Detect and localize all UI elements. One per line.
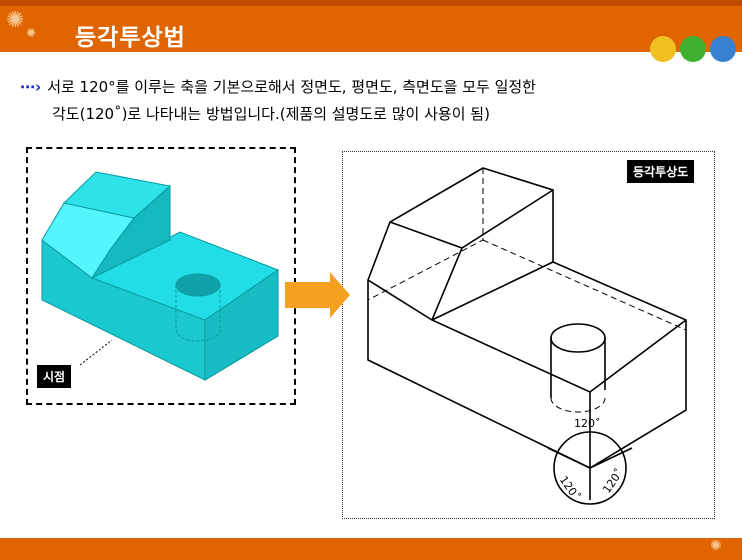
- gear-icon: [680, 36, 706, 62]
- snowflake-icon: ✺: [6, 8, 25, 33]
- solid-view-frame: [26, 147, 296, 405]
- header-bar: [0, 6, 742, 52]
- top-strip: [0, 0, 742, 6]
- right-arrow-icon: [285, 272, 350, 318]
- dotted-arrow-icon: ⋯›: [20, 78, 42, 96]
- viewpoint-arrow: [79, 339, 113, 366]
- isometric-label: 등각투상도: [627, 160, 695, 183]
- isometric-lines: [367, 167, 687, 505]
- cube-icon: [710, 36, 736, 62]
- angle-label: 120˚: [574, 417, 601, 430]
- viewpoint-label: 시점: [37, 365, 72, 388]
- snowflake-icon: ✺: [26, 26, 37, 40]
- description-line-1: ⋯› 서로 120°를 이루는 축을 기본으로해서 정면도, 평면도, 측면도을 …: [20, 76, 536, 97]
- description-line-2: 각도(120˚)로 나타내는 방법입니다.(제품의 설명도로 많이 사용이 됨): [52, 105, 490, 123]
- footer-bar: [0, 538, 742, 560]
- isometric-drawing-frame: [342, 151, 715, 519]
- puzzle-icon: [650, 36, 676, 62]
- page-title: 등각투상법: [75, 25, 186, 51]
- angle-label: 120˚: [600, 467, 626, 496]
- solid-model: [41, 171, 280, 381]
- snowflake-icon: ✺: [710, 538, 722, 554]
- description-text: 서로 120°를 이루는 축을 기본으로해서 정면도, 평면도, 측면도을 모두…: [47, 78, 536, 96]
- header-icons: [650, 36, 736, 62]
